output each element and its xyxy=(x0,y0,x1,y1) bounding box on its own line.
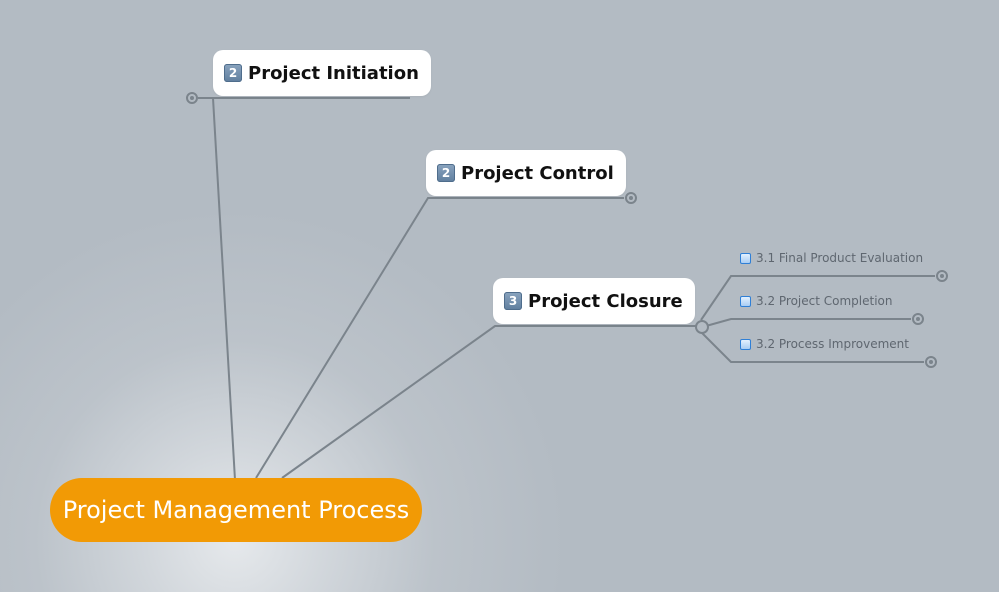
number-keycap-icon: 3 xyxy=(504,292,522,310)
subtopic-label: 3.2 Process Improvement xyxy=(756,337,909,351)
number-keycap-icon: 2 xyxy=(437,164,455,182)
number-keycap-icon: 2 xyxy=(224,64,242,82)
checkbox-icon[interactable] xyxy=(740,295,751,307)
topic-project-closure[interactable]: 3 Project Closure xyxy=(493,278,695,324)
collapse-dot xyxy=(190,96,194,100)
collapse-toggle-icon[interactable] xyxy=(936,270,948,282)
collapse-toggle-icon[interactable] xyxy=(625,192,637,204)
collapse-dot xyxy=(629,196,633,200)
connector-control xyxy=(255,197,624,479)
connector-closure xyxy=(281,325,696,479)
collapse-dot xyxy=(940,274,944,278)
collapse-toggle-icon[interactable] xyxy=(912,313,924,325)
topic-label: Project Control xyxy=(461,162,614,184)
topic-project-control[interactable]: 2 Project Control xyxy=(426,150,626,196)
central-topic-label: Project Management Process xyxy=(62,496,410,524)
subtopic-label: 3.1 Final Product Evaluation xyxy=(756,251,924,265)
subtopic-label: 3.2 Project Completion xyxy=(756,294,893,308)
central-topic[interactable]: Project Management Process xyxy=(50,478,422,542)
subtopic-final-product-evaluation[interactable]: 3.1 Final Product Evaluation xyxy=(740,249,923,267)
connector-initiation xyxy=(211,97,410,481)
collapse-dot xyxy=(916,317,920,321)
collapse-dot xyxy=(929,360,933,364)
collapse-toggle-icon[interactable] xyxy=(925,356,937,368)
checkbox-icon[interactable] xyxy=(740,338,751,350)
topic-label: Project Closure xyxy=(528,290,683,312)
topic-label: Project Initiation xyxy=(248,62,419,84)
collapse-toggle-icon[interactable] xyxy=(186,92,198,104)
connector-sub-1 xyxy=(700,275,935,321)
expanded-junction-icon[interactable] xyxy=(695,320,709,334)
connector-sub-2 xyxy=(705,318,911,327)
subtopic-project-completion[interactable]: 3.2 Project Completion xyxy=(740,292,893,310)
checkbox-icon[interactable] xyxy=(740,252,751,264)
topic-project-initiation[interactable]: 2 Project Initiation xyxy=(213,50,431,96)
subtopic-process-improvement[interactable]: 3.2 Process Improvement xyxy=(740,335,909,353)
connector-sub-3 xyxy=(700,331,924,363)
